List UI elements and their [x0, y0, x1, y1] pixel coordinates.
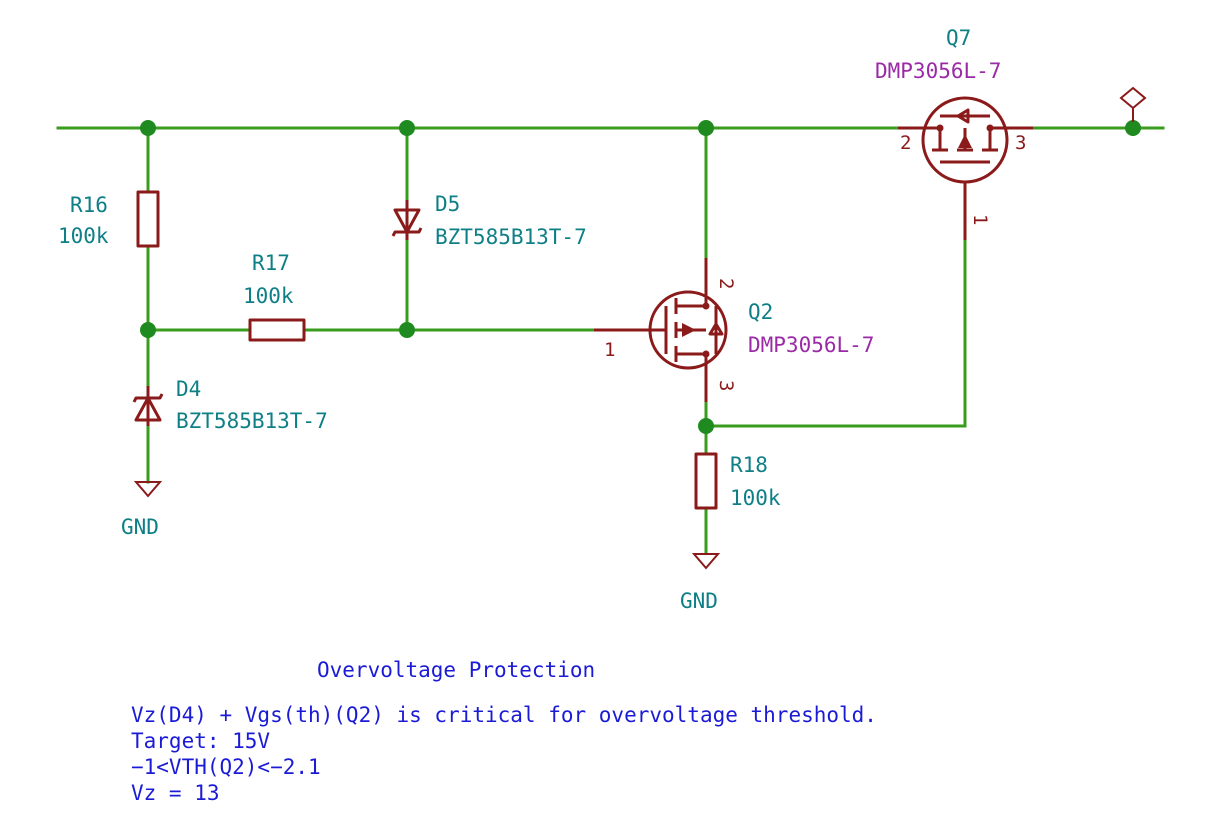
body-diode-tri — [956, 108, 970, 124]
output-port-icon — [1119, 86, 1147, 122]
q7-ref: Q7 — [946, 26, 971, 50]
mosfet-q2[interactable]: 1 2 3 Q2 DMP3056L-7 — [594, 258, 874, 402]
arrow — [958, 134, 972, 148]
junction-dot — [1125, 120, 1141, 136]
r16-value: 100k — [58, 224, 109, 248]
note-title: Overvoltage Protection — [317, 658, 595, 682]
q7-pin-source: 3 — [1015, 132, 1026, 154]
note-line: Target: 15V — [131, 729, 270, 753]
pin-dot — [986, 124, 994, 132]
d4-value: BZT585B13T-7 — [176, 409, 328, 433]
d5-ref: D5 — [435, 192, 460, 216]
resistor-r17[interactable]: R17 100k — [243, 251, 306, 342]
pin-dot — [702, 350, 710, 358]
q7-pin-gate: 1 — [969, 214, 991, 225]
resistor-body — [136, 190, 160, 248]
q7-value: DMP3056L-7 — [875, 59, 1001, 83]
design-note: Overvoltage Protection Vz(D4) + Vgs(th)(… — [131, 658, 877, 805]
junction-dot — [698, 418, 714, 434]
gnd-label: GND — [680, 589, 718, 613]
gnd-label: GND — [121, 515, 159, 539]
r18-ref: R18 — [730, 453, 768, 477]
r16-ref: R16 — [70, 193, 108, 217]
pin-dot — [936, 124, 944, 132]
pin-dot — [702, 302, 710, 310]
note-line: −1<VTH(Q2)<−2.1 — [131, 755, 321, 779]
mosfet-q7[interactable]: 2 3 1 Q7 DMP3056L-7 — [875, 26, 1033, 240]
q2-ref: Q2 — [748, 300, 773, 324]
mosfet-body — [648, 290, 728, 370]
zener-diode-d5[interactable]: D5 BZT585B13T-7 — [391, 192, 587, 249]
junction-dot — [140, 120, 156, 136]
ground-icon — [133, 481, 163, 498]
q2-pin-drain: 2 — [715, 278, 737, 289]
junction-dot — [140, 322, 156, 338]
q7-pin-drain: 2 — [900, 132, 911, 154]
junction-dot — [698, 120, 714, 136]
arrow — [682, 323, 696, 337]
ground-symbol-right: GND — [680, 553, 721, 613]
resistor-r16[interactable]: R16 100k — [58, 190, 160, 248]
q2-pin-gate: 1 — [604, 339, 615, 361]
r18-value: 100k — [730, 486, 781, 510]
q2-pin-source: 3 — [715, 380, 737, 391]
d5-value: BZT585B13T-7 — [435, 225, 587, 249]
r17-value: 100k — [243, 284, 294, 308]
d4-ref: D4 — [176, 377, 201, 401]
q2-value: DMP3056L-7 — [748, 333, 874, 357]
ground-symbol-left: GND — [121, 481, 163, 539]
ground-icon — [691, 553, 721, 570]
junction-dot — [399, 322, 415, 338]
wires — [56, 126, 1165, 554]
junction-dot — [399, 120, 415, 136]
resistor-body — [694, 452, 718, 510]
resistor-r18[interactable]: R18 100k — [694, 452, 781, 510]
junctions — [140, 120, 1141, 434]
zener-diode-d4[interactable]: D4 BZT585B13T-7 — [132, 377, 328, 433]
resistor-body — [248, 318, 306, 342]
r17-ref: R17 — [252, 251, 290, 275]
note-line: Vz = 13 — [131, 781, 220, 805]
note-line: Vz(D4) + Vgs(th)(Q2) is critical for ove… — [131, 703, 877, 727]
body-diode-tri — [708, 322, 724, 336]
